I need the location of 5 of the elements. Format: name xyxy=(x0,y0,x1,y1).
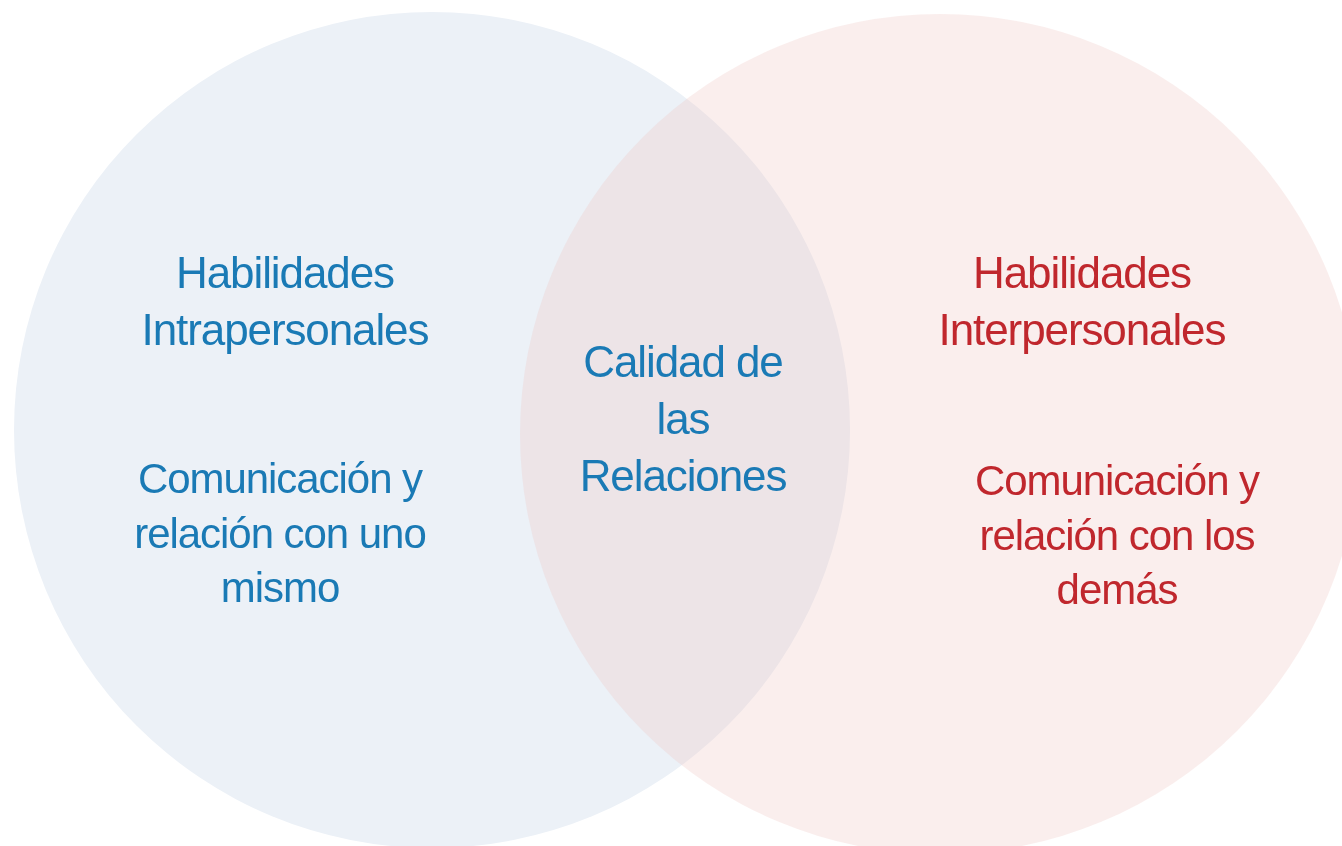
heading: Habilidades Intrapersonales xyxy=(140,247,430,357)
description: Comunicación y relación con los demás xyxy=(973,456,1261,616)
description: Comunicación y relación con uno mismo xyxy=(133,454,427,614)
heading: Calidad de las Relaciones xyxy=(578,336,788,503)
heading: Habilidades Interpersonales xyxy=(937,247,1227,357)
